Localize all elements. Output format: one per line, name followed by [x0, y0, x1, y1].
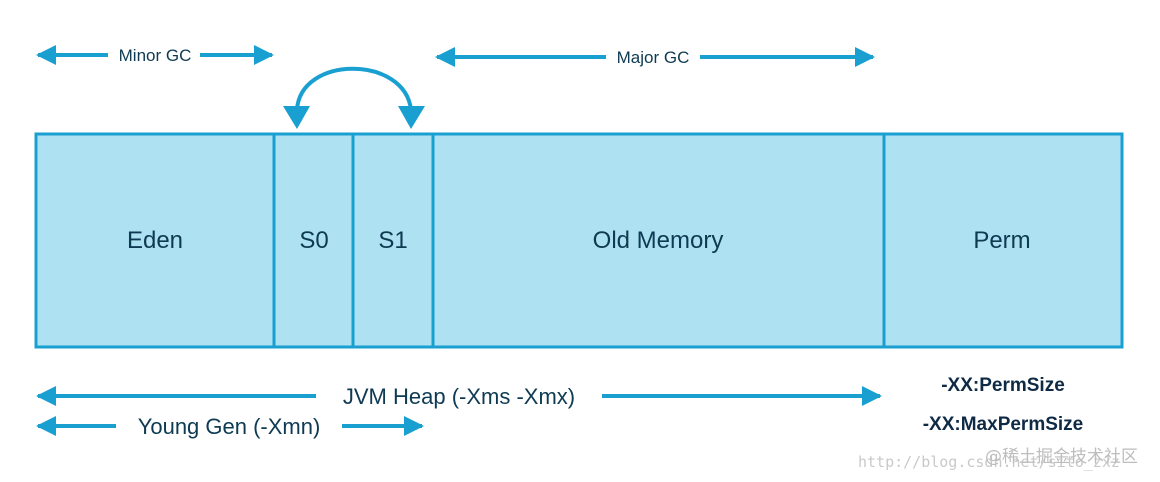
old-memory-region	[431, 132, 886, 349]
s0-region	[272, 132, 355, 349]
old-memory-label: Old Memory	[593, 227, 724, 254]
s1-region	[351, 132, 435, 349]
max-perm-size-flag: -XX:MaxPermSize	[923, 414, 1084, 435]
site-watermark: @稀土掘金技术社区	[985, 447, 1138, 467]
survivor-swap-arrow	[283, 66, 425, 129]
young-gen-label: Young Gen (-Xmn)	[138, 414, 321, 439]
eden-region	[34, 132, 276, 349]
minor-gc-label: Minor GC	[119, 46, 192, 65]
young-gen-arrow: Young Gen (-Xmn)	[36, 414, 424, 439]
s0-label: S0	[299, 227, 328, 254]
blog-url-watermark: http://blog.csdn.net/sito_zxz	[858, 453, 1120, 471]
jvm-heap-label: JVM Heap (-Xms -Xmx)	[343, 384, 575, 409]
minor-gc-arrow: Minor GC	[36, 45, 274, 65]
perm-size-flag: -XX:PermSize	[941, 375, 1065, 396]
major-gc-arrow: Major GC	[435, 47, 875, 67]
perm-label: Perm	[973, 227, 1030, 254]
s1-label: S1	[378, 227, 407, 254]
memory-bar: Eden S0 S1 Old Memory Perm	[34, 132, 1124, 349]
eden-label: Eden	[127, 227, 183, 254]
jvm-heap-arrow: JVM Heap (-Xms -Xmx)	[36, 384, 882, 409]
major-gc-label: Major GC	[617, 48, 690, 67]
perm-region	[882, 132, 1124, 349]
